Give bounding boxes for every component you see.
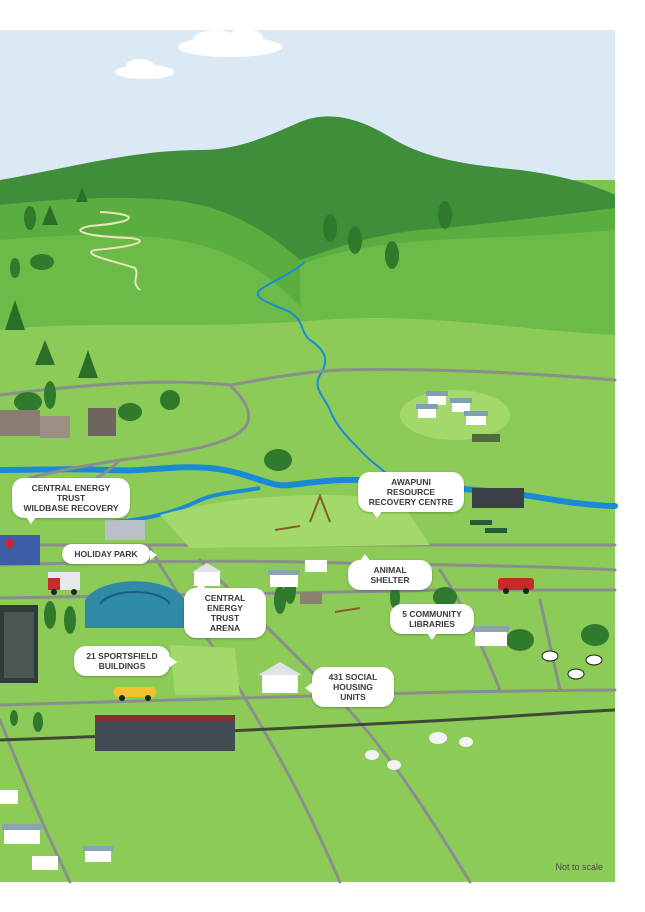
animal-shelter-label: Animal Shelter — [348, 554, 432, 590]
cloud — [178, 29, 282, 57]
social-housing-label: 431 Social Housing Units — [305, 667, 394, 707]
river — [256, 261, 396, 483]
houses — [0, 391, 509, 870]
arena-label: Central Energy Trust Arena — [184, 582, 266, 638]
sportsfield-buildings-label: 21 Sportsfield Buildings — [74, 646, 177, 676]
playground — [274, 493, 361, 613]
awapuni-recovery-centre-label: Awapuni Resource Recovery Centre — [358, 472, 464, 518]
hill-slope — [0, 235, 320, 340]
river-bend — [109, 486, 261, 524]
scale-note: Not to scale — [555, 862, 603, 872]
trees — [10, 201, 609, 732]
bike-trail — [79, 211, 141, 291]
pine-trees — [5, 188, 98, 378]
vehicles — [48, 434, 534, 701]
buildings — [0, 408, 524, 751]
holiday-park-label: Holiday Park — [62, 544, 157, 564]
paddock — [400, 390, 510, 440]
community-libraries-label: 5 Community Libraries — [390, 604, 474, 640]
sportsfield — [170, 645, 240, 695]
livestock — [365, 650, 603, 770]
wildbase-recovery-label: Central Energy Trust Wildbase Recovery — [12, 478, 130, 524]
cloud — [115, 59, 175, 79]
